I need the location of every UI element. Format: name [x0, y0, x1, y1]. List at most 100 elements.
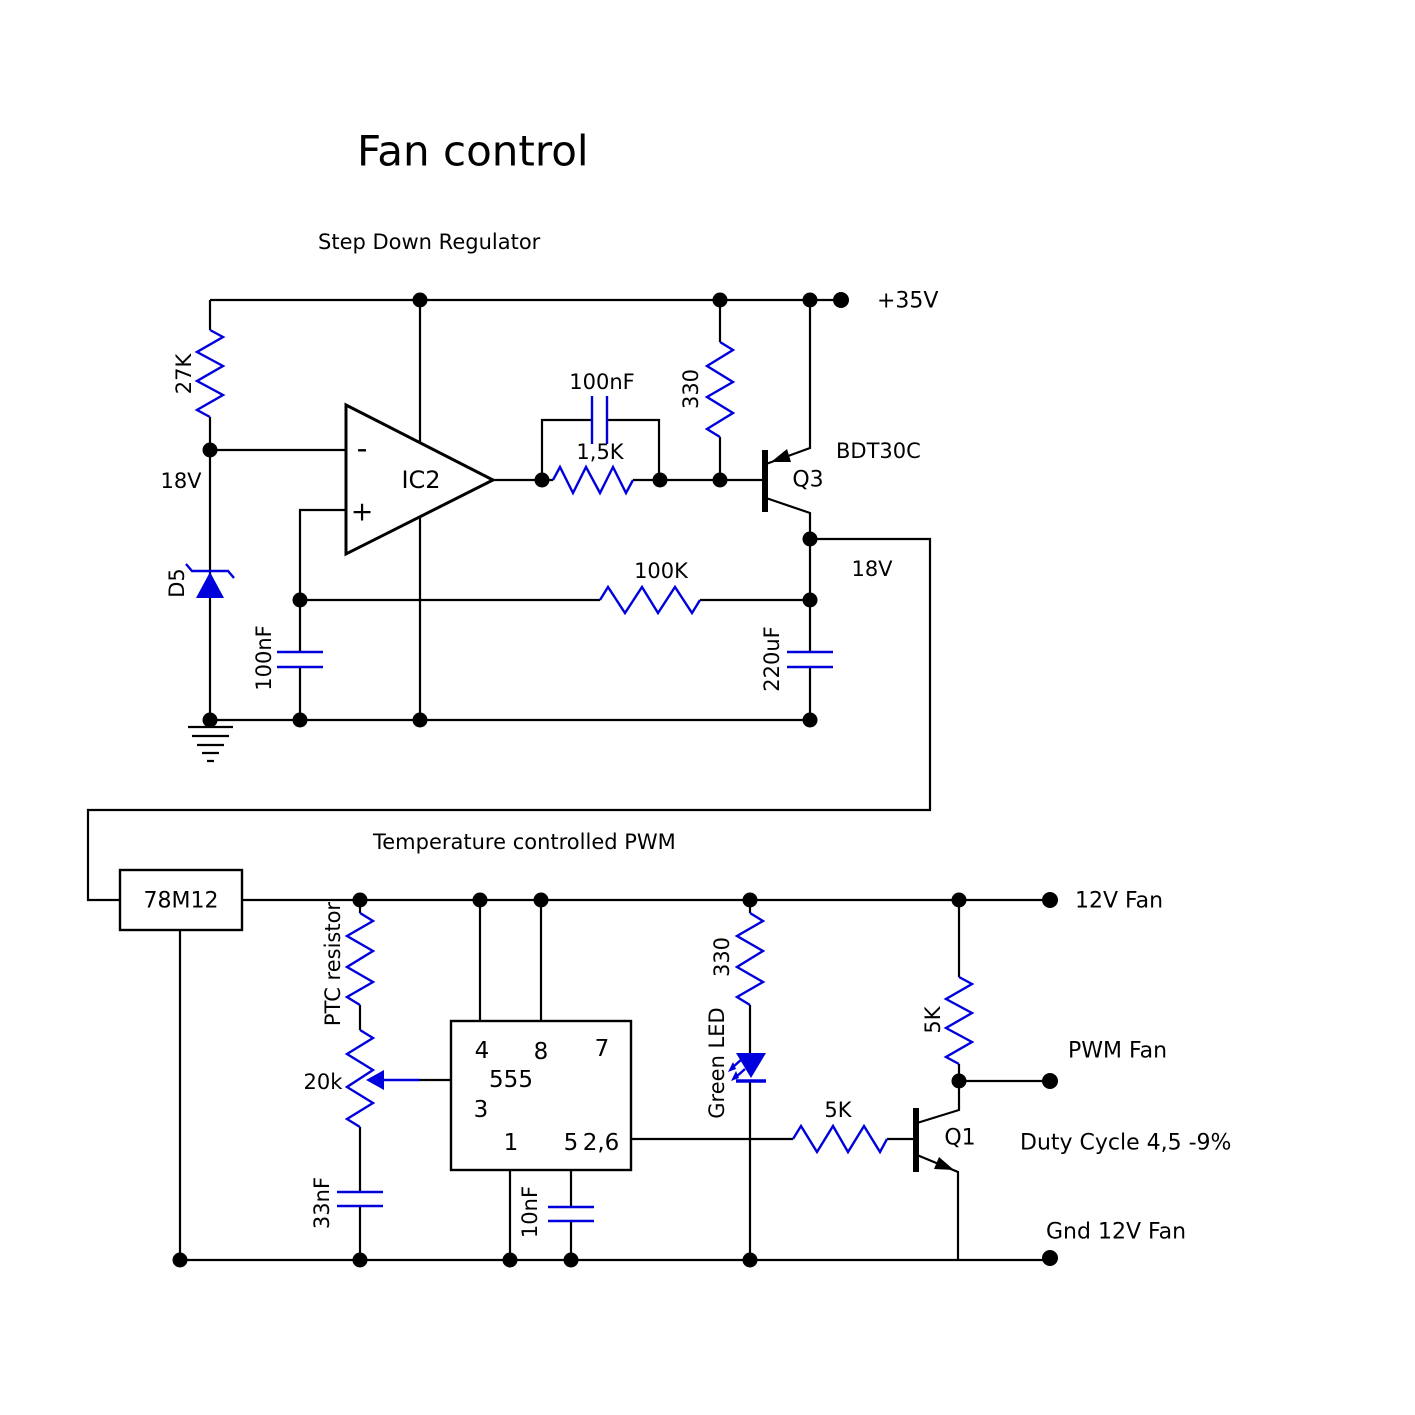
junction-dot [742, 892, 758, 908]
q1-collector-lead [916, 1081, 961, 1125]
q3-pnp-arrow [771, 449, 791, 462]
timer-pin1-label: 1 [504, 1130, 519, 1156]
zener-d5-label: D5 [165, 568, 189, 598]
opamp-inverting-mark: - [357, 432, 368, 467]
resistor-27k-label: 27K [172, 353, 196, 395]
section-label-step-down-regulator: Step Down Regulator [318, 230, 541, 254]
out-18v-label: 18V [851, 557, 893, 581]
q1-emitter-lead [916, 1153, 960, 1260]
terminal-pwm-fan-label: PWM Fan [1068, 1039, 1167, 1064]
capacitor-220uf-output [787, 650, 833, 669]
junction-dot [202, 442, 218, 458]
junction-dot [563, 1252, 579, 1268]
potentiometer-20k [344, 1028, 376, 1129]
capacitor-100nf-reference-label: 100nF [252, 625, 276, 690]
timer-555-label: 555 [489, 1067, 533, 1093]
resistor-1k5 [551, 464, 635, 496]
junction-dot [802, 531, 818, 547]
opamp-noninverting-mark: + [351, 497, 374, 528]
potentiometer-wiper-arrow [366, 1070, 420, 1090]
rail-35v-label: +35V [877, 289, 938, 314]
noninverting-input-wire [298, 508, 346, 600]
capacitor-220uf-label: 220uF [760, 626, 784, 691]
q3-collector-lead [765, 496, 812, 539]
q1-npn-arrow [934, 1157, 954, 1170]
terminal-gnd-fan-label: Gnd 12V Fan [1046, 1220, 1186, 1245]
q3-ref-label: Q3 [792, 468, 823, 493]
opamp-ic2-label: IC2 [401, 466, 440, 494]
resistor-1k5-label: 1,5K [576, 440, 624, 464]
terminal-gnd-fan [1042, 1250, 1058, 1266]
voltage-regulator-78m12-box [118, 868, 244, 932]
resistor-ptc [344, 911, 376, 1007]
junction-dot [712, 472, 728, 488]
bottom-rail-gnd [178, 930, 1050, 1262]
resistor-5k-pullup [943, 975, 975, 1066]
junction-dot [502, 1252, 518, 1268]
timer-pin7-label: 7 [595, 1036, 610, 1062]
junction-dot [533, 892, 549, 908]
junction-dot [951, 1073, 967, 1089]
junction-dot [472, 892, 488, 908]
timer-555-box [449, 1019, 633, 1172]
capacitor-10nf [548, 1205, 594, 1223]
section-label-temperature-pwm: Temperature controlled PWM [372, 830, 676, 854]
duty-cycle-label: Duty Cycle 4,5 -9% [1020, 1131, 1231, 1156]
page-title: Fan control [357, 127, 589, 176]
junction-dot [802, 292, 818, 308]
transistor-q3 [762, 449, 791, 512]
green-led [728, 1053, 766, 1083]
capacitor-10nf-label: 10nF [518, 1186, 542, 1238]
terminal-12v-fan [1042, 892, 1058, 908]
capacitor-100nf-feedback [590, 396, 609, 444]
junction-dot [352, 1252, 368, 1268]
junction-dot [652, 472, 668, 488]
feed-to-pwm-section [86, 537, 932, 902]
capacitor-100nf-feedback-label: 100nF [569, 370, 634, 394]
resistor-330-top-label: 330 [679, 369, 703, 409]
green-led-label: Green LED [705, 1007, 729, 1118]
zener-diode-d5 [185, 563, 235, 598]
junction-dot [742, 1252, 758, 1268]
potentiometer-20k-label: 20k [304, 1070, 344, 1094]
junction-dot [534, 472, 550, 488]
cap100n-fb-loop [540, 418, 661, 480]
terminal-pwm-fan [1042, 1073, 1058, 1089]
resistor-100k-label: 100K [634, 559, 689, 583]
r5k-pullup-branch [957, 900, 1050, 1083]
resistor-5k-base-label: 5K [824, 1098, 852, 1122]
q3-emitter-lead [765, 300, 812, 466]
timer-pin3-label: 3 [474, 1097, 489, 1123]
transistor-q1 [913, 1108, 954, 1172]
junction-dot [802, 592, 818, 608]
terminal-35v [833, 292, 849, 308]
terminal-12v-fan-label: 12V Fan [1075, 889, 1163, 914]
junction-dot [352, 892, 368, 908]
q1-ref-label: Q1 [944, 1126, 975, 1151]
resistor-100k [598, 584, 702, 616]
junction-dot [951, 892, 967, 908]
opamp-ic2 [344, 402, 497, 557]
node-18v-label: 18V [160, 469, 202, 493]
junction-dot [202, 712, 218, 728]
resistor-330-top [704, 340, 736, 439]
q3-part-number-label: BDT30C [836, 439, 921, 463]
junction-dot [712, 292, 728, 308]
ground-symbol [188, 725, 233, 763]
junction-dot [412, 712, 428, 728]
junction-dot [802, 712, 818, 728]
timer-pin8-label: 8 [534, 1039, 549, 1065]
junction-dot [172, 1252, 188, 1268]
resistor-330-led [734, 911, 766, 1007]
capacitor-33nf-label: 33nF [310, 1177, 334, 1229]
resistor-5k-base [791, 1123, 889, 1155]
timer-pin4-label: 4 [475, 1038, 490, 1064]
timer-pin5-label: 5 [564, 1130, 579, 1156]
voltage-regulator-78m12-label: 78M12 [144, 889, 219, 914]
capacitor-100nf-reference [277, 650, 323, 669]
junction-dot [292, 712, 308, 728]
resistor-5k-pullup-label: 5K [921, 1005, 945, 1033]
ptc-resistor-label: PTC resistor [321, 902, 345, 1026]
